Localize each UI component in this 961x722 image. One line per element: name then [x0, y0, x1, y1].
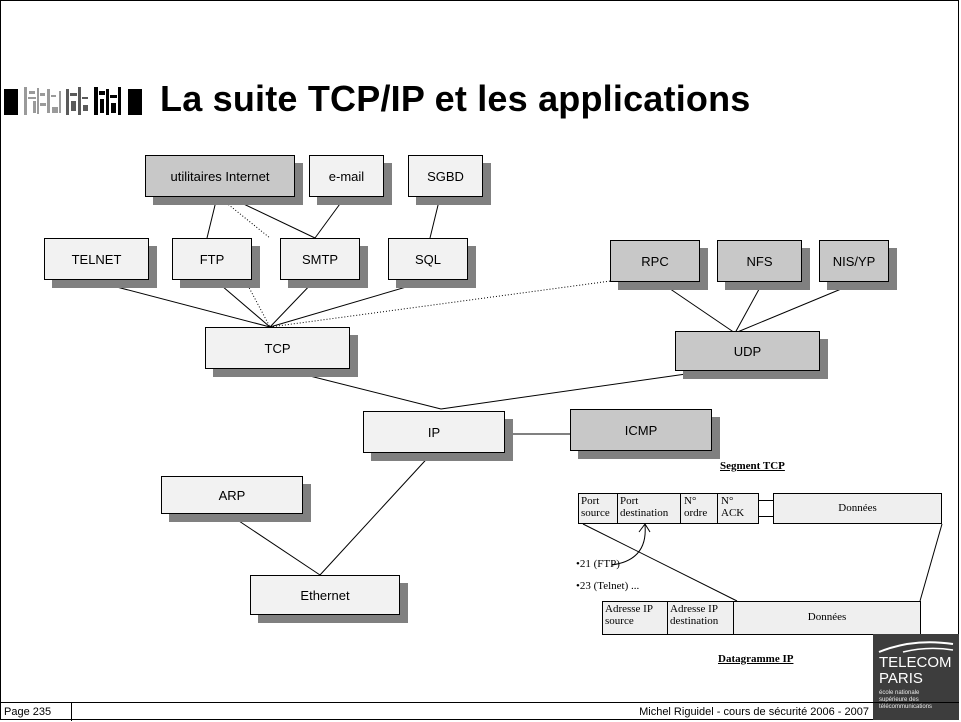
segment-field-port-source: Port source	[578, 493, 618, 524]
segment-field-port-destination: Port destination	[617, 493, 681, 524]
node-utilitaires-internet: utilitaires Internet	[145, 155, 295, 197]
title-decoration-icon	[4, 87, 142, 115]
node-tcp-label: TCP	[264, 340, 291, 356]
line-ip-ethernet	[319, 450, 435, 576]
node-arp: ARP	[161, 476, 303, 514]
node-ip-label: IP	[427, 424, 441, 440]
node-telnet: TELNET	[44, 238, 149, 280]
line-segment-datagram-left	[582, 523, 738, 602]
datagramme-ip-caption: Datagramme IP	[718, 653, 794, 665]
segment-field-donnees: Données	[773, 493, 942, 524]
node-sgbd-label: SGBD	[427, 168, 464, 184]
logo-line2: PARIS	[879, 670, 923, 687]
node-ftp-label: FTP	[199, 251, 225, 267]
footer-credit: Michel Riguidel - cours de sécurité 2006…	[639, 706, 869, 718]
arrow-port-annotation	[611, 524, 646, 566]
node-email-label: e-mail	[328, 168, 365, 184]
node-sql-label: SQL	[414, 251, 441, 267]
line-nfs-udp	[734, 281, 764, 334]
node-nfs-label: NFS	[746, 253, 773, 269]
node-rpc-label: RPC	[641, 253, 669, 269]
title-row: La suite TCP/IP et les applications	[4, 74, 751, 124]
node-sgbd: SGBD	[408, 155, 483, 197]
line-utilitaires-ftp-dotted	[218, 196, 271, 239]
datagram-field-source: Adresse IP source	[602, 601, 668, 635]
node-icmp: ICMP	[570, 409, 712, 451]
node-sql: SQL	[388, 238, 468, 280]
line-rpc-udp	[659, 281, 736, 334]
page-title: La suite TCP/IP et les applications	[160, 78, 751, 119]
datagram-field-donnees: Données	[733, 601, 921, 635]
node-udp: UDP	[675, 331, 820, 371]
telecom-paris-logo: TELECOM PARIS école nationale supérieure…	[873, 634, 959, 720]
node-arp-label: ARP	[218, 487, 246, 503]
logo-line5: télécommunications	[879, 704, 933, 710]
datagram-field-destination: Adresse IP destination	[667, 601, 734, 635]
logo-line3: école nationale	[879, 690, 920, 696]
logo-swoosh-icon	[878, 641, 954, 653]
line-segment-datagram-right	[919, 523, 943, 602]
segment-field-n-ack: N° ACK	[717, 493, 759, 524]
page-number: Page 235	[0, 703, 72, 721]
node-nis-yp: NIS/YP	[819, 240, 889, 282]
node-ftp: FTP	[172, 238, 252, 280]
line-udp-ip	[440, 371, 701, 410]
node-email: e-mail	[309, 155, 384, 197]
node-rpc: RPC	[610, 240, 700, 282]
node-ip: IP	[363, 411, 505, 453]
port-note-ftp: •21 (FTP)	[576, 558, 620, 570]
line-nis-udp	[734, 281, 859, 334]
port-note-telnet: •23 (Telnet) ...	[576, 580, 640, 592]
logo-line1: TELECOM	[879, 654, 952, 671]
node-telnet-label: TELNET	[71, 251, 122, 267]
logo-line4: supérieure des	[879, 697, 919, 703]
segment-field-n-ordre: N° ordre	[680, 493, 718, 524]
node-udp-label: UDP	[733, 343, 762, 359]
line-arp-ethernet	[229, 514, 321, 576]
segment-tcp-caption: Segment TCP	[720, 460, 785, 472]
node-ethernet: Ethernet	[250, 575, 400, 615]
footer: Page 235 Michel Riguidel - cours de sécu…	[0, 702, 959, 721]
node-tcp: TCP	[205, 327, 350, 369]
node-smtp-label: SMTP	[301, 251, 339, 267]
node-utilitaires-label: utilitaires Internet	[170, 168, 270, 184]
node-icmp-label: ICMP	[624, 422, 658, 438]
node-nfs: NFS	[717, 240, 802, 282]
node-smtp: SMTP	[280, 238, 360, 280]
segment-gap	[758, 500, 774, 517]
line-tcp-ip	[289, 370, 442, 410]
arrow-head	[638, 523, 651, 533]
node-ethernet-label: Ethernet	[300, 587, 350, 603]
node-nis-label: NIS/YP	[832, 253, 876, 269]
